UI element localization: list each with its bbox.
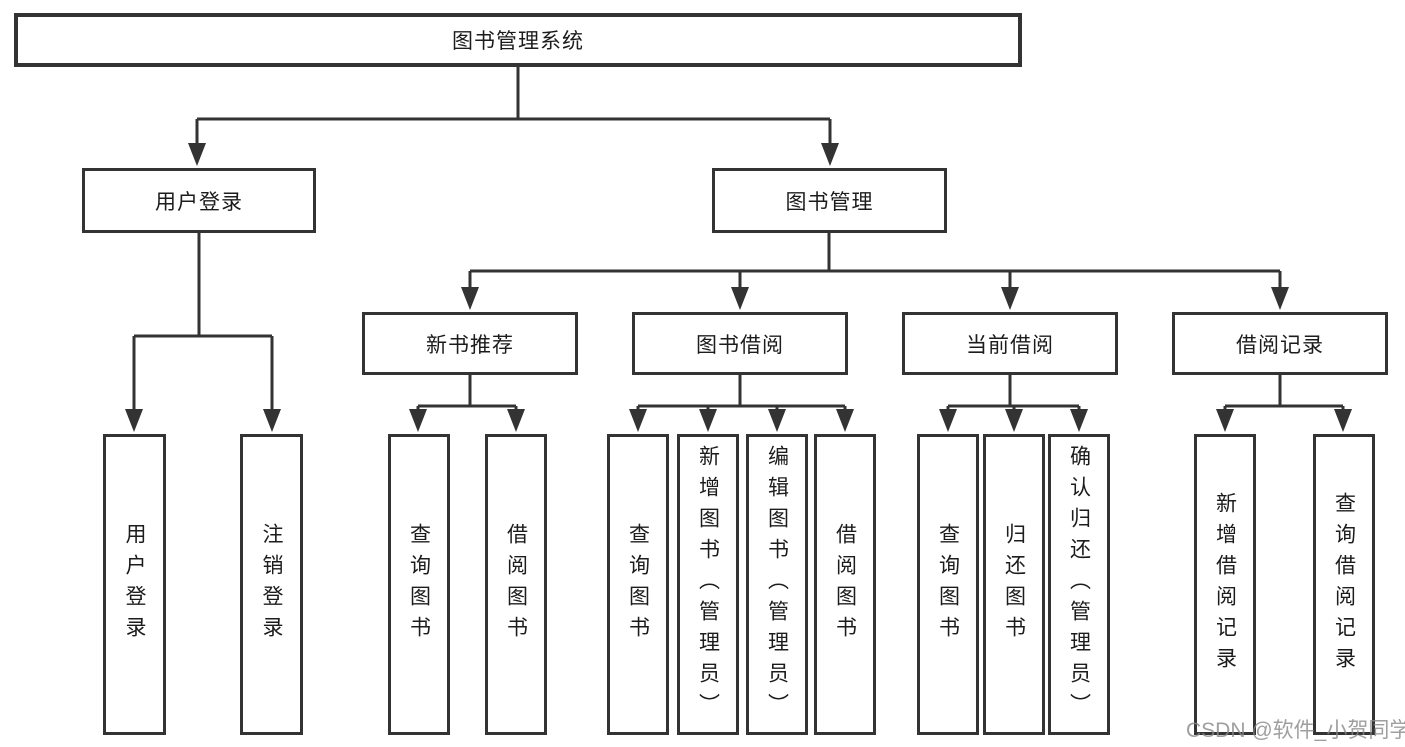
node-label: 图书管理系统: [452, 30, 584, 53]
leaf-query-books-current: 查询图书: [917, 434, 979, 735]
leaf-logout: 注销登录: [240, 434, 303, 735]
node-label: 确认归还（管理员）: [1067, 445, 1091, 724]
node-label: 新书推荐: [426, 333, 514, 357]
leaf-return-book: 归还图书: [983, 434, 1045, 735]
leaf-edit-book-admin: 编辑图书（管理员）: [746, 434, 808, 735]
node-label: 新增借阅记录: [1213, 491, 1237, 678]
node-label: 新增图书（管理员）: [696, 445, 720, 724]
node-label: 用户登录: [123, 522, 146, 647]
node-label: 借阅记录: [1236, 333, 1324, 357]
leaf-borrow-books-borrowing: 借阅图书: [814, 434, 876, 735]
leaf-query-books-recommend: 查询图书: [388, 434, 450, 735]
arrow-down-icons: [125, 143, 1352, 432]
node-label: 查询图书: [936, 522, 960, 647]
leaf-add-book-admin: 新增图书（管理员）: [677, 434, 739, 735]
leaf-user-login: 用户登录: [103, 434, 166, 735]
node-label: 查询图书: [407, 522, 431, 647]
node-label: 用户登录: [155, 190, 243, 214]
node-label: 注销登录: [260, 522, 283, 647]
node-user-login: 用户登录: [82, 168, 316, 233]
node-label: 图书借阅: [696, 333, 784, 357]
node-library-management-system: 图书管理系统: [14, 13, 1022, 67]
leaf-borrow-books-recommend: 借阅图书: [485, 434, 547, 735]
leaf-query-books-borrowing: 查询图书: [607, 434, 669, 735]
node-label: 借阅图书: [833, 522, 857, 647]
node-book-management: 图书管理: [712, 168, 947, 233]
node-label: 借阅图书: [504, 522, 528, 647]
node-current-borrowing: 当前借阅: [902, 312, 1118, 375]
node-borrow-records: 借阅记录: [1172, 312, 1388, 375]
leaf-add-borrow-record: 新增借阅记录: [1194, 434, 1256, 735]
node-book-borrowing: 图书借阅: [632, 312, 848, 375]
node-label: 查询图书: [626, 522, 650, 647]
node-label: 查询借阅记录: [1332, 491, 1356, 678]
node-label: 归还图书: [1002, 522, 1026, 647]
node-new-book-recommend: 新书推荐: [362, 312, 578, 375]
node-label: 编辑图书（管理员）: [765, 445, 789, 724]
node-label: 图书管理: [785, 190, 874, 214]
node-label: 当前借阅: [966, 333, 1054, 357]
leaf-query-borrow-record: 查询借阅记录: [1313, 434, 1375, 735]
watermark: CSDN @软件_小贺同学: [1186, 719, 1405, 742]
leaf-confirm-return-admin: 确认归还（管理员）: [1048, 434, 1110, 735]
